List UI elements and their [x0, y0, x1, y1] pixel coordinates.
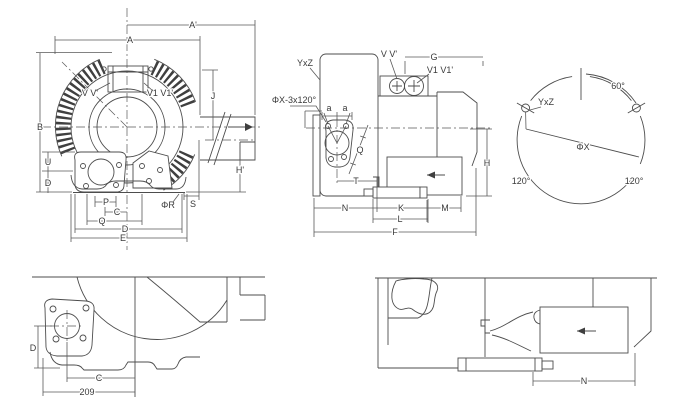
dim-label-a: A [127, 35, 133, 45]
front-dimensions: A' A B J H' U D P C Q D E ΦR S [36, 19, 256, 244]
label-phix: ΦX [576, 142, 589, 152]
muffler-box [533, 306, 629, 354]
bolt-hole-right [631, 103, 641, 113]
inlet-flange-front [74, 151, 127, 193]
dim-label-s: S [190, 199, 196, 209]
label-yxz-bolt: YxZ [538, 97, 555, 107]
inlet-bore-outer [88, 88, 166, 166]
dim-label-p: P [103, 197, 109, 207]
housing-hub-circle [70, 70, 184, 184]
dim-label-n-detail: N [581, 376, 588, 386]
dim-label-u: U [45, 157, 52, 167]
label-v-side: V V' [381, 49, 398, 59]
dim-label-d-left: D [45, 178, 52, 188]
flange-plate-edge [312, 114, 321, 197]
dim-label-c-detail: C [96, 373, 103, 383]
dim-label-n: N [342, 203, 349, 213]
dim-label-a-prime: A' [189, 20, 197, 30]
boss-hole-right [148, 66, 154, 72]
label-phix-holes: ΦX-3x120° [272, 95, 317, 105]
dim-label-a2: a [342, 103, 347, 113]
front-view: V V' V1 V1' [36, 8, 262, 250]
muffler-side [363, 176, 428, 199]
dim-label-q-side: Q [356, 145, 363, 155]
dim-label-d: D [122, 224, 129, 234]
leader-v1-side [416, 73, 430, 84]
motor-arrow [427, 171, 435, 179]
label-v1-side: V1 V1' [427, 65, 454, 75]
muffler-arrow [577, 327, 585, 335]
dim-label-c: C [114, 207, 121, 217]
terminal-box-side [378, 75, 437, 97]
dim-label-q: Q [98, 216, 105, 226]
dim-label-e: E [120, 233, 126, 243]
dim-label-k: K [398, 203, 404, 213]
foot-profile-detail [49, 351, 200, 371]
muffler-dimensions: N [532, 353, 636, 387]
dim-label-j: J [211, 91, 216, 101]
dim-label-m: M [441, 203, 449, 213]
bolt-circle-diameter-line [525, 128, 640, 158]
duct-upper [489, 311, 534, 332]
label-yxz-side: YxZ [297, 58, 314, 68]
dim-label-a1: a [326, 103, 331, 113]
terminal-box-front [107, 65, 149, 93]
dim-label-209: 209 [79, 387, 94, 397]
muffler-detail-view: N [375, 277, 657, 387]
diagonal-centerline [61, 61, 128, 128]
leader-yxz-side [309, 67, 321, 81]
outlet-pipe [200, 111, 256, 166]
flow-arrow [245, 123, 253, 131]
dim-label-l: L [397, 214, 402, 224]
casting-cavity [391, 278, 439, 315]
label-v-front: V V' [82, 88, 99, 98]
motor-body [386, 91, 478, 196]
dim-label-f: F [392, 227, 398, 237]
leader-v-front [94, 82, 111, 92]
muffler-cylinder [457, 357, 554, 372]
side-dimensions: a a Q G H T N K M L F [313, 51, 492, 238]
right-foot [132, 150, 173, 189]
leader-v-side [389, 58, 398, 80]
inlet-flange-detail [44, 298, 95, 357]
dim-label-h-prime: H' [236, 165, 244, 175]
base-profile [70, 174, 187, 190]
dim-label-b: B [37, 122, 43, 132]
bolt-circle-diagram: 60° YxZ ΦX 120° 120° [510, 68, 646, 205]
dim-label-phi-r: ΦR [161, 200, 175, 210]
base-detail-view: D C 209 [28, 276, 266, 398]
duct-lower [491, 334, 532, 352]
label-60deg: 60° [611, 81, 625, 91]
base-detail-dimensions: D C 209 [28, 325, 135, 398]
label-120-right: 120° [625, 176, 644, 186]
label-120-left: 120° [512, 176, 531, 186]
strip-extension [304, 110, 322, 128]
boss-hole-left [101, 66, 107, 72]
dim-label-d-detail: D [30, 343, 37, 353]
side-view: V V' V1 V1' YxZ ΦX-3x120° a a Q [271, 48, 492, 238]
dim-label-h: H [484, 158, 491, 168]
inlet-bore-inner [96, 96, 158, 158]
housing-side [319, 53, 379, 197]
leader-phix-holes [290, 105, 327, 123]
label-v1-front: V1 V1' [147, 88, 174, 98]
dim-label-t: T [353, 176, 359, 186]
leader-v1-front [143, 82, 154, 92]
outlet-pipe-section [226, 277, 266, 322]
dim-label-g: G [430, 52, 437, 62]
